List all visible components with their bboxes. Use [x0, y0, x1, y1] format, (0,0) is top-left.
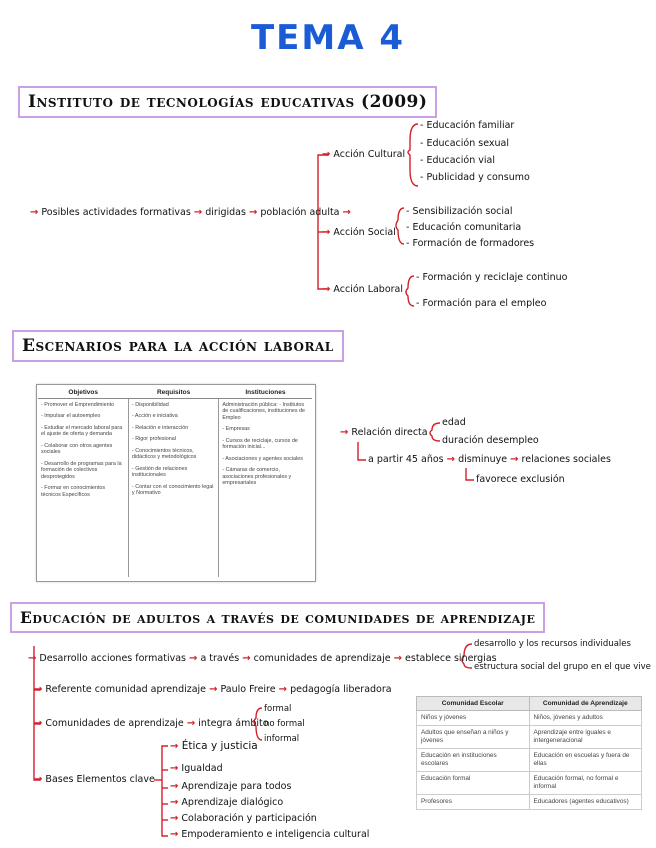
row-bases: → Bases Elementos clave [34, 774, 155, 785]
table-item: - Conocimientos técnicos, didácticos y m… [131, 447, 197, 461]
sinergia-branch: estructura social del grupo en el que vi… [474, 662, 651, 672]
row-referente: → Referente comunidad aprendizaje → Paul… [34, 684, 392, 695]
table-cell: Niños, jóvenes y adultos [528, 710, 642, 726]
requirements-table: Objetivos Requisitos Instituciones - Pro… [38, 387, 312, 577]
table-item: - Cámaras de comercio, asociaciones prof… [222, 467, 292, 487]
favorece-label: favorece exclusión [476, 474, 565, 485]
bases-item: → Ética y justicia [170, 740, 258, 752]
table-item: - Relación e interacción [131, 424, 189, 431]
branch-accion-laboral: → Acción Laboral [322, 284, 404, 295]
bases-item: → Colaboración y participación [170, 813, 317, 824]
table-item: - Colaborar con otros agentes sociales [41, 442, 113, 456]
table-item: - Contar con el conocimiento legal y Nor… [131, 483, 214, 497]
root-node: → Posibles actividades formativas → diri… [30, 207, 351, 218]
table-item: - Desarrollo de programas para la formac… [41, 460, 122, 480]
branch-accion-social: → Acción Social [322, 227, 396, 238]
table-cell: Profesores [416, 794, 530, 810]
requirements-table-frame [36, 384, 316, 582]
table-item: - Formar en conocimientos técnicos Espec… [41, 485, 106, 498]
sinergia-branch: desarrollo y los recursos individuales [474, 639, 631, 649]
section-3-heading: Educación de adultos a través de comunid… [10, 602, 546, 633]
cultural-item: - Educación vial [420, 155, 495, 166]
cultural-item: - Educación familiar [420, 120, 515, 131]
row-desarrollo: → Desarrollo acciones formativas → a tra… [28, 653, 497, 664]
objetivos-cell: - Promover el Emprendimiento - Impulsar … [38, 398, 129, 577]
column-header: Objetivos [38, 387, 129, 399]
row-comunidades: → Comunidades de aprendizaje → integra á… [34, 718, 269, 729]
section-1-heading: Instituto de tecnologías educativas (200… [18, 86, 438, 118]
table-item: - Empresas [222, 426, 250, 433]
social-item: - Formación de formadores [406, 238, 535, 249]
laboral-item: - Formación y reciclaje continuo [416, 272, 568, 283]
column-header: Requisitos [128, 387, 219, 399]
section-2-heading: Escenarios para la acción laboral [12, 330, 344, 362]
instituciones-cell: Administración pública: - Institutos de … [219, 399, 312, 578]
table-item: - Rigor profesional [131, 436, 176, 443]
bases-item: → Aprendizaje dialógico [170, 797, 284, 808]
table-item: - Asociaciones y agentes sociales [222, 455, 303, 462]
requisitos-cell: - Disponibilidad - Acción e iniciativa -… [128, 398, 220, 577]
page-title: TEMA 4 [250, 18, 406, 58]
table-cell: Niños y jóvenes [416, 710, 530, 726]
table-cell: Educadores (agentes educativos) [528, 794, 642, 810]
ambito-item: no formal [264, 719, 305, 729]
table-item: - Impulsar el autoempleo [41, 413, 101, 420]
a-partir-chain: a partir 45 años → disminuye → relacione… [368, 454, 611, 465]
table-cell: Aprendizaje entre iguales e intergenerac… [528, 725, 642, 749]
column-header: Comunidad de Aprendizaje [528, 696, 642, 711]
column-header: Instituciones [218, 387, 312, 399]
duracion-label: duración desempleo [442, 435, 539, 446]
branch-accion-cultural: → Acción Cultural [322, 149, 406, 160]
table-cell: Educación en instituciones escolares [416, 748, 530, 772]
table-item: - Disponibilidad [131, 402, 169, 408]
cultural-item: - Educación sexual [420, 138, 509, 149]
edad-label: edad [442, 417, 466, 428]
table-cell: Adultos que enseñan a niños y jóvenes [416, 725, 530, 749]
table-cell: Educación formal [416, 771, 530, 795]
table-item: - Cursos de reciclaje, cursos de formaci… [222, 437, 298, 451]
table-item: - Promover el Emprendimiento [41, 402, 115, 408]
cultural-item: - Publicidad y consumo [420, 172, 530, 183]
table-item: - Estudiar el mercado laboral para el aj… [41, 424, 123, 438]
table-cell: Educación formal, no formal e informal [528, 771, 642, 795]
table-cell: Educación en escuelas y fuera de ellas [528, 748, 642, 772]
table-item: - Gestión de relaciones institucionales [131, 465, 188, 479]
laboral-item: - Formación para el empleo [416, 298, 547, 309]
column-header: Comunidad Escolar [416, 696, 530, 711]
table-item: Administración pública: - Institutos de … [222, 402, 306, 421]
ambito-item: informal [264, 734, 300, 744]
ambito-item: formal [264, 704, 292, 714]
bases-item: → Empoderamiento e inteligencia cultural [170, 829, 370, 840]
relacion-directa: → Relación directa [340, 427, 428, 438]
comparison-table: Comunidad Escolar Comunidad de Aprendiza… [416, 696, 642, 810]
bases-item: → Igualdad [170, 763, 223, 774]
bases-item: → Aprendizaje para todos [170, 781, 292, 792]
table-item: - Acción e iniciativa [131, 413, 178, 420]
social-item: - Educación comunitaria [406, 222, 522, 233]
social-item: - Sensibilización social [406, 206, 513, 217]
